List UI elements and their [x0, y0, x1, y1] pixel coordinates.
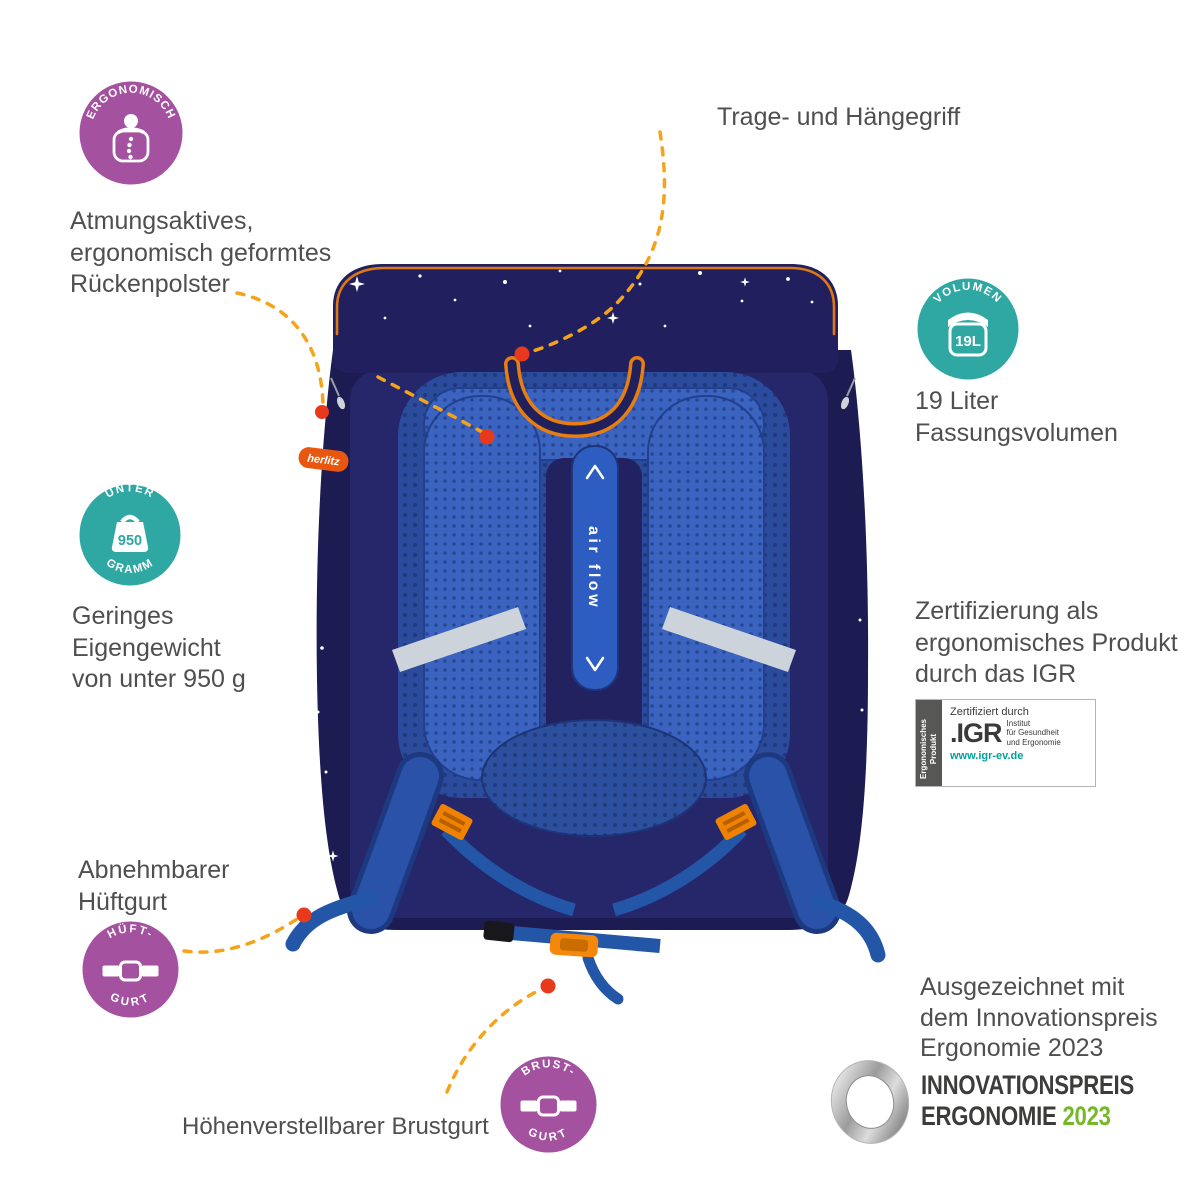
pointer-dot-handle	[514, 346, 530, 362]
igr-institute: Institut für Gesundheit und Ergonomie	[1006, 719, 1061, 747]
connector-backpad-edge	[235, 291, 325, 408]
connector-backpad-mesh	[376, 375, 484, 434]
carry-handle	[504, 356, 645, 439]
reflective-stripe-left	[392, 607, 526, 672]
herlitz-logo: herlitz	[298, 447, 349, 472]
belt-buckle-icon	[520, 1095, 577, 1117]
badge-chest-strap: BRUST- GURT	[500, 1056, 597, 1153]
belt-buckle-icon	[102, 960, 159, 982]
igr-side-label: Ergonomisches Produkt	[919, 719, 938, 780]
igr-url: www.igr-ev.de	[950, 750, 1024, 763]
award-year: 2023	[1062, 1101, 1111, 1132]
note-certification: Zertifizierung als ergonomisches Produkt…	[915, 597, 1178, 688]
arrow-down-icon	[585, 656, 605, 672]
chest-buckle	[549, 932, 599, 958]
reflective-stripe-right	[662, 607, 796, 672]
pointer-dot-chest	[540, 978, 556, 994]
spine-backpack-icon	[112, 114, 150, 163]
hip-belt-strap-right	[809, 894, 886, 963]
note-handle: Trage- und Hängegriff	[717, 103, 961, 131]
air-flow-text: air flow	[585, 526, 602, 610]
brand-text: herlitz	[307, 453, 341, 469]
igr-certified-by: Zertifiziert durch	[950, 706, 1029, 718]
air-flow-strip: air flow	[571, 445, 619, 691]
weight-icon: 950	[111, 514, 149, 552]
svg-text:GURT: GURT	[108, 991, 153, 1009]
flap-orange-piping	[335, 266, 836, 336]
badge-hip-bottom-label: GURT	[108, 991, 150, 1009]
award-line1: INNOVATIONSPREIS	[921, 1070, 1134, 1100]
award-line2-word: ERGONOMIE	[921, 1101, 1057, 1132]
ladder-buckle-left	[431, 804, 473, 840]
star-field	[316, 269, 864, 862]
award-ring-icon	[830, 1060, 910, 1144]
note-weight: Geringes Eigengewicht von unter 950 g	[72, 602, 246, 693]
connector-lines	[182, 130, 667, 1094]
igr-side-strip: Ergonomisches Produkt	[916, 700, 942, 786]
badge-volume-value: 19L	[955, 333, 981, 350]
award-line2: ERGONOMIE 2023	[921, 1101, 1134, 1132]
badge-ergonomic: ERGONOMISCH	[79, 81, 183, 185]
top-flap	[333, 264, 838, 373]
pointer-dot-mesh	[479, 429, 495, 445]
note-chest-strap: Höhenverstellbarer Brustgurt	[182, 1113, 489, 1140]
zipper-pull-left	[330, 377, 346, 410]
pointer-dots	[296, 346, 556, 994]
shoulder-straps	[285, 752, 886, 1005]
award-logo-text: INNOVATIONSPREIS ERGONOMIE 2023	[921, 1070, 1134, 1133]
connector-chest	[445, 988, 542, 1094]
igr-certificate: Ergonomisches Produkt Zertifiziert durch…	[915, 699, 1096, 787]
note-award: Ausgezeichnet mit dem Innovationspreis E…	[920, 973, 1158, 1062]
arrow-up-icon	[585, 464, 605, 480]
badge-weight: UNTER GRAMM 950	[79, 484, 181, 586]
zipper-pull-right	[840, 377, 856, 410]
note-volume: 19 Liter Fassungsvolumen	[915, 387, 1118, 447]
igr-logo: .IGR	[950, 717, 1003, 748]
backpack-illustration: air flow	[285, 264, 886, 1005]
badge-weight-bottom-label: GRAMM	[104, 557, 154, 576]
badge-hip-belt: HÜFT- GURT	[82, 921, 179, 1018]
note-hip-belt: Abnehmbarer Hüftgurt	[78, 856, 230, 916]
svg-text:GRAMM: GRAMM	[104, 557, 156, 576]
black-clip	[483, 920, 515, 943]
badge-volume: VOLUMEN 19L	[917, 278, 1019, 380]
pointer-dot-edge	[315, 405, 329, 419]
ladder-buckle-right	[715, 804, 757, 840]
schoolbag-icon: 19L	[948, 312, 988, 357]
svg-text:GURT: GURT	[526, 1126, 571, 1144]
connector-handle	[528, 130, 667, 354]
igr-main: Zertifiziert durch .IGR Institut für Ges…	[942, 700, 1095, 786]
connector-hip	[182, 917, 299, 954]
pointer-dot-hip	[296, 907, 312, 923]
hip-belt-strap-left	[285, 890, 380, 952]
badge-chest-bottom-label: GURT	[526, 1126, 568, 1144]
badge-weight-value: 950	[118, 533, 142, 549]
note-back-pad: Atmungsaktives, ergonomisch geformtes Rü…	[70, 207, 332, 298]
